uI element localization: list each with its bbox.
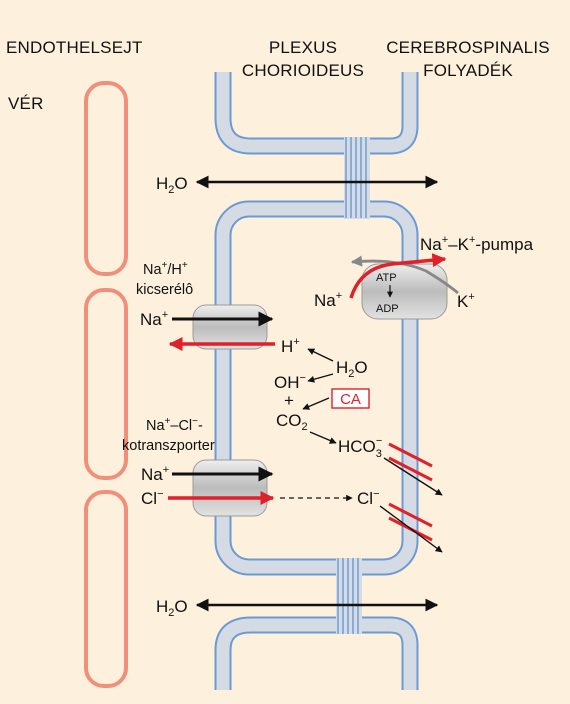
bottom-cell-membrane <box>214 616 419 690</box>
oh-label: OH− <box>274 372 306 392</box>
ca-arrow <box>302 397 330 410</box>
atp-label: ATP <box>376 272 397 284</box>
cl-label-inside: Cl− <box>357 488 380 508</box>
csf-header: CEREBROSPINALIS FOLYADÉK <box>386 38 550 80</box>
cl-efflux-arrow <box>379 505 443 553</box>
cotransporter-label: Na+–Cl−- <box>146 416 203 434</box>
endothelial-cell-middle <box>84 288 128 480</box>
plexus-header: PLEXUS CHORIOIDEUS <box>241 38 365 80</box>
top-cell-membrane <box>214 72 419 155</box>
tight-junction-top <box>344 137 370 219</box>
cl-label-cotrans: Cl− <box>141 488 164 508</box>
h-label-inside: H+ <box>281 336 300 356</box>
water-label-bottom: H2O <box>156 597 188 619</box>
na-label-pump: Na+ <box>314 290 342 310</box>
h2o-to-oh-arrow <box>307 373 334 383</box>
h2o-to-h-arrow <box>307 348 334 362</box>
na-cl-cotransporter-protein <box>192 459 268 517</box>
ca-label: CA <box>340 391 361 408</box>
na-h-exchanger-protein <box>192 304 268 350</box>
endothelial-cells <box>84 81 128 688</box>
water-label-top: H2O <box>156 174 188 196</box>
plus-label: + <box>284 391 294 410</box>
k-label-pump: K+ <box>457 291 475 311</box>
hco3-label: HCO3− <box>338 435 382 460</box>
adp-label: ADP <box>376 303 399 315</box>
hco3-efflux-arrow <box>383 457 443 496</box>
pump-label: Na+–K+-pumpa <box>420 234 534 254</box>
endothelial-header: ENDOTHELSEJT <box>6 38 143 57</box>
na-k-pump-protein <box>361 263 448 320</box>
h2o-label-mid: H2O <box>336 358 368 380</box>
exchanger-label-line2: kicserélô <box>136 282 193 298</box>
endothelial-cell-bottom <box>84 490 128 688</box>
blood-label: VÉR <box>8 94 44 113</box>
to-hco3-arrow <box>309 431 337 444</box>
ca-box <box>331 388 370 409</box>
na-arrow-pump <box>349 253 447 299</box>
cotransporter-label-line2: kotranszporter <box>122 438 215 454</box>
na-label-cotrans: Na+ <box>141 464 169 484</box>
k-arrow-pump <box>350 255 459 295</box>
na-label-exchanger: Na+ <box>140 309 168 329</box>
endothelial-cell-top <box>84 81 128 276</box>
tight-junction-bottom <box>336 558 362 634</box>
exchanger-label: Na+/H+ <box>143 260 188 278</box>
co2-label: CO2 <box>276 411 308 433</box>
